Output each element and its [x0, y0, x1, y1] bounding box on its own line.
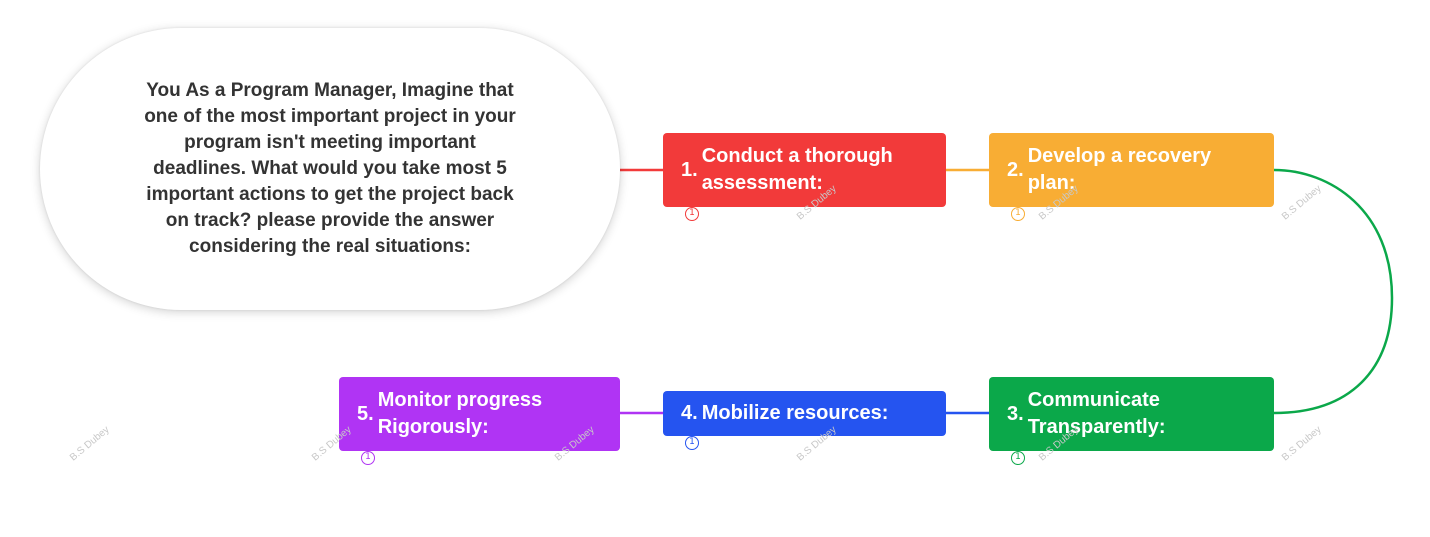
- step-2-node[interactable]: 2. Develop a recovery plan:: [989, 133, 1274, 207]
- step-2-label: Develop a recovery plan:: [1027, 145, 1212, 194]
- connector-step-2-to-step-3: [1273, 168, 1394, 415]
- step-3-badge[interactable]: 1: [1011, 451, 1025, 465]
- step-5-badge[interactable]: 1: [361, 451, 375, 465]
- step-1-node[interactable]: 1. Conduct a thorough assessment:: [663, 133, 946, 207]
- step-3-number: 3.: [1007, 402, 1024, 425]
- step-2-number: 2.: [1007, 158, 1024, 181]
- step-5-node[interactable]: 5. Monitor progress Rigorously:: [339, 377, 620, 451]
- step-5-number: 5.: [357, 402, 374, 425]
- step-4-label: Mobilize resources:: [701, 402, 889, 424]
- step-3-node[interactable]: 3. Communicate Transparently:: [989, 377, 1274, 451]
- step-2-badge[interactable]: 1: [1011, 207, 1025, 221]
- step-5-label: Monitor progress Rigorously:: [377, 389, 543, 438]
- step-1-badge[interactable]: 1: [685, 207, 699, 221]
- step-1-label: Conduct a thorough assessment:: [701, 145, 893, 194]
- central-topic[interactable]: You As a Program Manager, Imagine that o…: [40, 28, 620, 310]
- step-4-badge[interactable]: 1: [685, 436, 699, 450]
- step-1-number: 1.: [681, 158, 698, 181]
- central-topic-text: You As a Program Manager, Imagine that o…: [144, 80, 516, 257]
- step-4-node[interactable]: 4. Mobilize resources:: [663, 391, 946, 436]
- step-4-number: 4.: [681, 402, 698, 424]
- step-3-label: Communicate Transparently:: [1027, 389, 1166, 438]
